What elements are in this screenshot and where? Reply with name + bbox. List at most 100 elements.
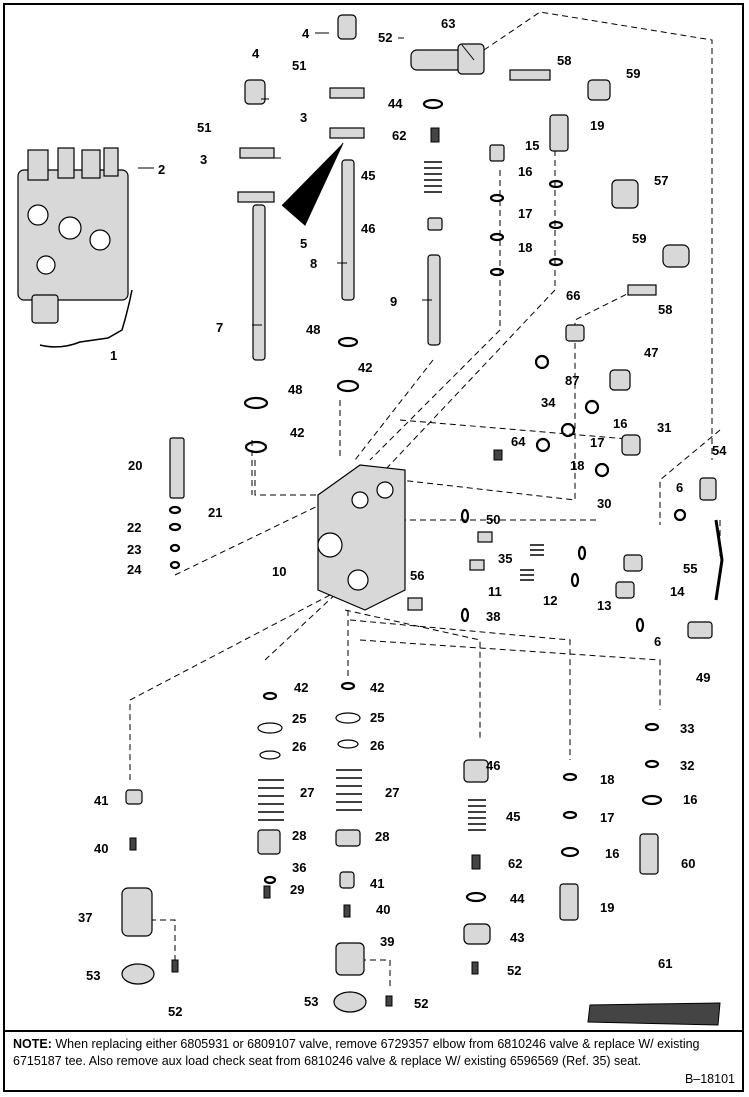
callout: 41 xyxy=(94,793,108,808)
callout: 4 xyxy=(302,26,310,41)
callout: 46 xyxy=(486,758,500,773)
callout: 7 xyxy=(216,320,223,335)
callout: 40 xyxy=(376,902,390,917)
callout: 25 xyxy=(292,711,306,726)
callout: 18 xyxy=(600,772,614,787)
callout: 19 xyxy=(600,900,614,915)
callout: 45 xyxy=(361,168,375,183)
callout: 39 xyxy=(380,934,394,949)
callout: 29 xyxy=(290,882,304,897)
callout: 19 xyxy=(590,118,604,133)
callout: 62 xyxy=(508,856,522,871)
callout: 52 xyxy=(414,996,428,1011)
callout: 28 xyxy=(292,828,306,843)
callout: 58 xyxy=(658,302,672,317)
callout: 52 xyxy=(507,963,521,978)
callout: 52 xyxy=(378,30,392,45)
callout: 45 xyxy=(506,809,520,824)
springs xyxy=(258,161,544,870)
callout: 10 xyxy=(272,564,286,579)
callout: 44 xyxy=(388,96,403,111)
callout: 23 xyxy=(127,542,141,557)
callout: 16 xyxy=(518,164,532,179)
callout: 31 xyxy=(657,420,671,435)
assembly-guide-lines xyxy=(129,11,721,990)
callout: 61 xyxy=(658,956,672,971)
callout: 25 xyxy=(370,710,384,725)
callout: 17 xyxy=(590,435,604,450)
callout: 55 xyxy=(683,561,697,576)
callout: 28 xyxy=(375,829,389,844)
callout: 17 xyxy=(518,206,532,221)
callout: 46 xyxy=(361,221,375,236)
callout: 33 xyxy=(680,721,694,736)
callout: 42 xyxy=(290,425,304,440)
callout: 48 xyxy=(306,322,320,337)
note-box: NOTE: When replacing either 6805931 or 6… xyxy=(5,1030,742,1090)
drawing-frame xyxy=(3,3,744,1092)
callout: 16 xyxy=(683,792,697,807)
callout: 5 xyxy=(300,236,307,251)
callout: 42 xyxy=(370,680,384,695)
callout: 62 xyxy=(392,128,406,143)
callout: 66 xyxy=(566,288,580,303)
drawing-number: B–18101 xyxy=(684,1072,735,1086)
note-text: When replacing either 6805931 or 6809107… xyxy=(13,1037,700,1068)
callout: 26 xyxy=(292,739,306,754)
callout: 2 xyxy=(158,162,165,177)
callout: 32 xyxy=(680,758,694,773)
callout: 26 xyxy=(370,738,384,753)
callout: 64 xyxy=(511,434,526,449)
leader-lines xyxy=(138,32,475,326)
callout: 6 xyxy=(676,480,683,495)
callout: 3 xyxy=(200,152,207,167)
callout: 12 xyxy=(543,593,557,608)
callout: 17 xyxy=(600,810,614,825)
callout: 52 xyxy=(168,1004,182,1019)
exploded-parts-diagram: 1 2 3 3 4 4 5 6 6 7 8 9 10 11 12 13 14 1… xyxy=(17,11,727,1026)
callout: 15 xyxy=(525,138,539,153)
callout: 18 xyxy=(518,240,532,255)
callout: 42 xyxy=(294,680,308,695)
callout: 53 xyxy=(86,968,100,983)
callout: 37 xyxy=(78,910,92,925)
callout-labels: 1 2 3 3 4 4 5 6 6 7 8 9 10 11 12 13 14 1… xyxy=(78,16,727,1019)
callout: 49 xyxy=(696,670,710,685)
callout: 4 xyxy=(252,46,260,61)
callout: 60 xyxy=(681,856,695,871)
callout: 47 xyxy=(644,345,658,360)
callout: 16 xyxy=(613,416,627,431)
valve-body-part-10 xyxy=(317,464,406,611)
lower-parts xyxy=(121,759,721,1026)
callout: 59 xyxy=(626,66,640,81)
callout: 48 xyxy=(288,382,302,397)
callout: 56 xyxy=(410,568,424,583)
callout: 24 xyxy=(127,562,142,577)
callout: 38 xyxy=(486,609,500,624)
small-parts xyxy=(237,14,724,639)
callout: 63 xyxy=(441,16,455,31)
callout: 57 xyxy=(654,173,668,188)
partial-callout: 34 xyxy=(541,395,556,410)
partial-callout: 87 xyxy=(565,373,579,388)
callout: 1 xyxy=(110,348,117,363)
callout: 22 xyxy=(127,520,141,535)
callout: 42 xyxy=(358,360,372,375)
valve-assembly-part-1 xyxy=(17,147,133,348)
callout: 16 xyxy=(605,846,619,861)
callout: 27 xyxy=(300,785,314,800)
callout: 6 xyxy=(654,634,661,649)
callout: 44 xyxy=(510,891,525,906)
callout: 53 xyxy=(304,994,318,1009)
callout: 3 xyxy=(300,110,307,125)
callout: 40 xyxy=(94,841,108,856)
callout: 20 xyxy=(128,458,142,473)
callout: 58 xyxy=(557,53,571,68)
spool-parts xyxy=(169,159,441,499)
note-label: NOTE: xyxy=(13,1037,52,1051)
callout: 30 xyxy=(597,496,611,511)
callout: 9 xyxy=(390,294,397,309)
callout: 54 xyxy=(712,443,727,458)
o-rings xyxy=(168,98,687,903)
callout: 51 xyxy=(197,120,211,135)
